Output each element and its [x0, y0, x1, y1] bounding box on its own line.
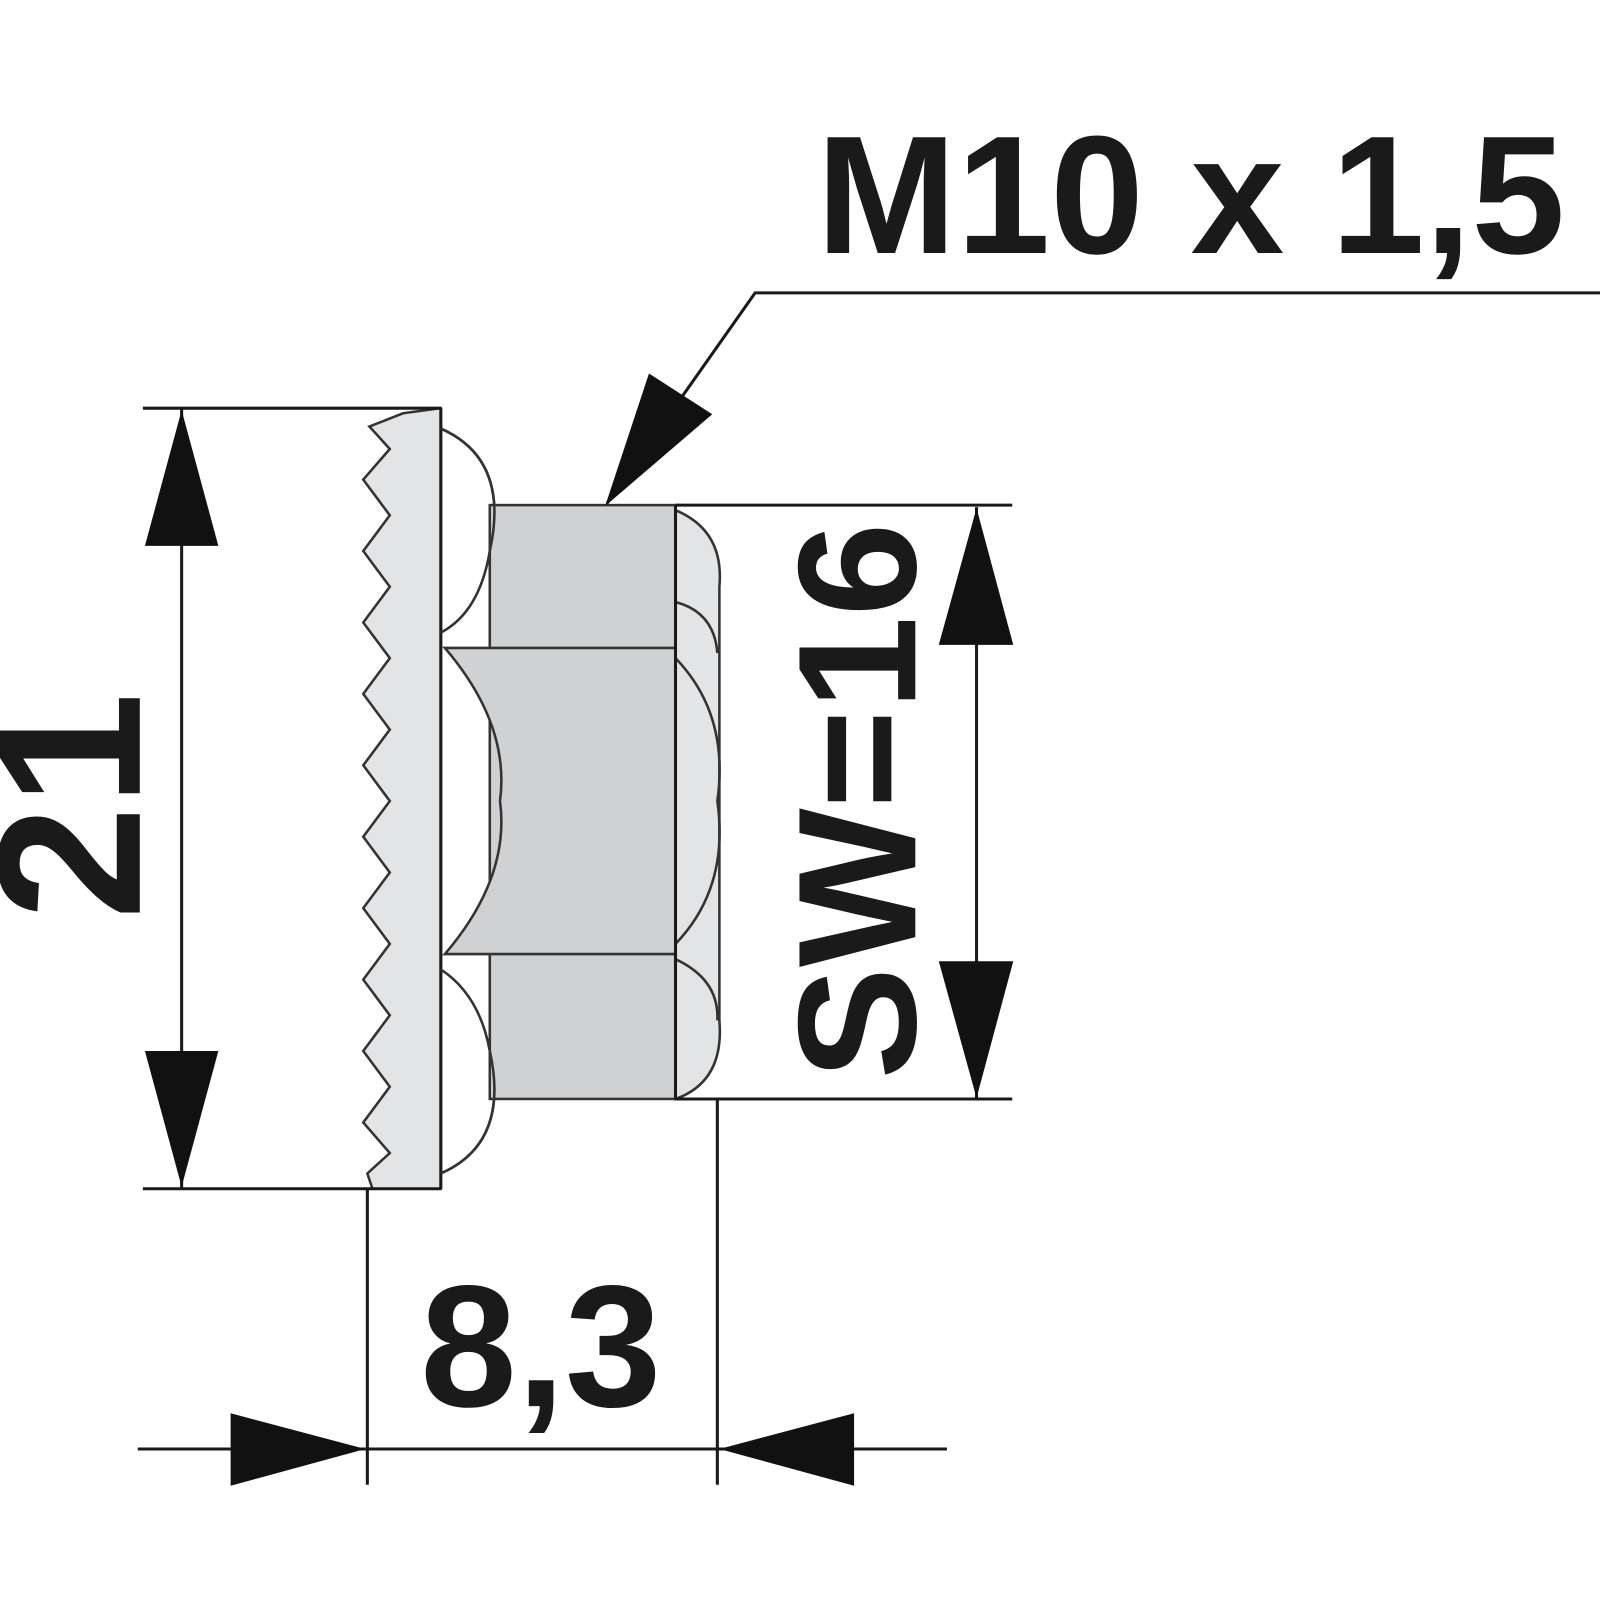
arrow-up-icon: [938, 508, 1014, 645]
flange-diameter-label: 21: [0, 693, 184, 920]
wrench-size-label: SW=16: [763, 523, 951, 1080]
dimension-flange-diameter: 21: [0, 406, 441, 1191]
height-label: 8,3: [420, 1249, 661, 1443]
dimension-wrench-size: SW=16: [675, 503, 1014, 1101]
flange: [361, 406, 496, 1191]
hex-body: [440, 427, 722, 1175]
arrow-down-icon: [938, 961, 1014, 1098]
arrow-up-icon: [144, 410, 219, 546]
arrow-right-icon: [230, 1413, 366, 1486]
arrow-left-icon: [719, 1413, 855, 1486]
thread-callout: M10 x 1,5: [605, 101, 1600, 507]
dimension-height: 8,3: [137, 1098, 947, 1486]
arrow-icon: [605, 373, 713, 507]
thread-label: M10 x 1,5: [816, 101, 1565, 289]
arrow-down-icon: [144, 1051, 219, 1187]
